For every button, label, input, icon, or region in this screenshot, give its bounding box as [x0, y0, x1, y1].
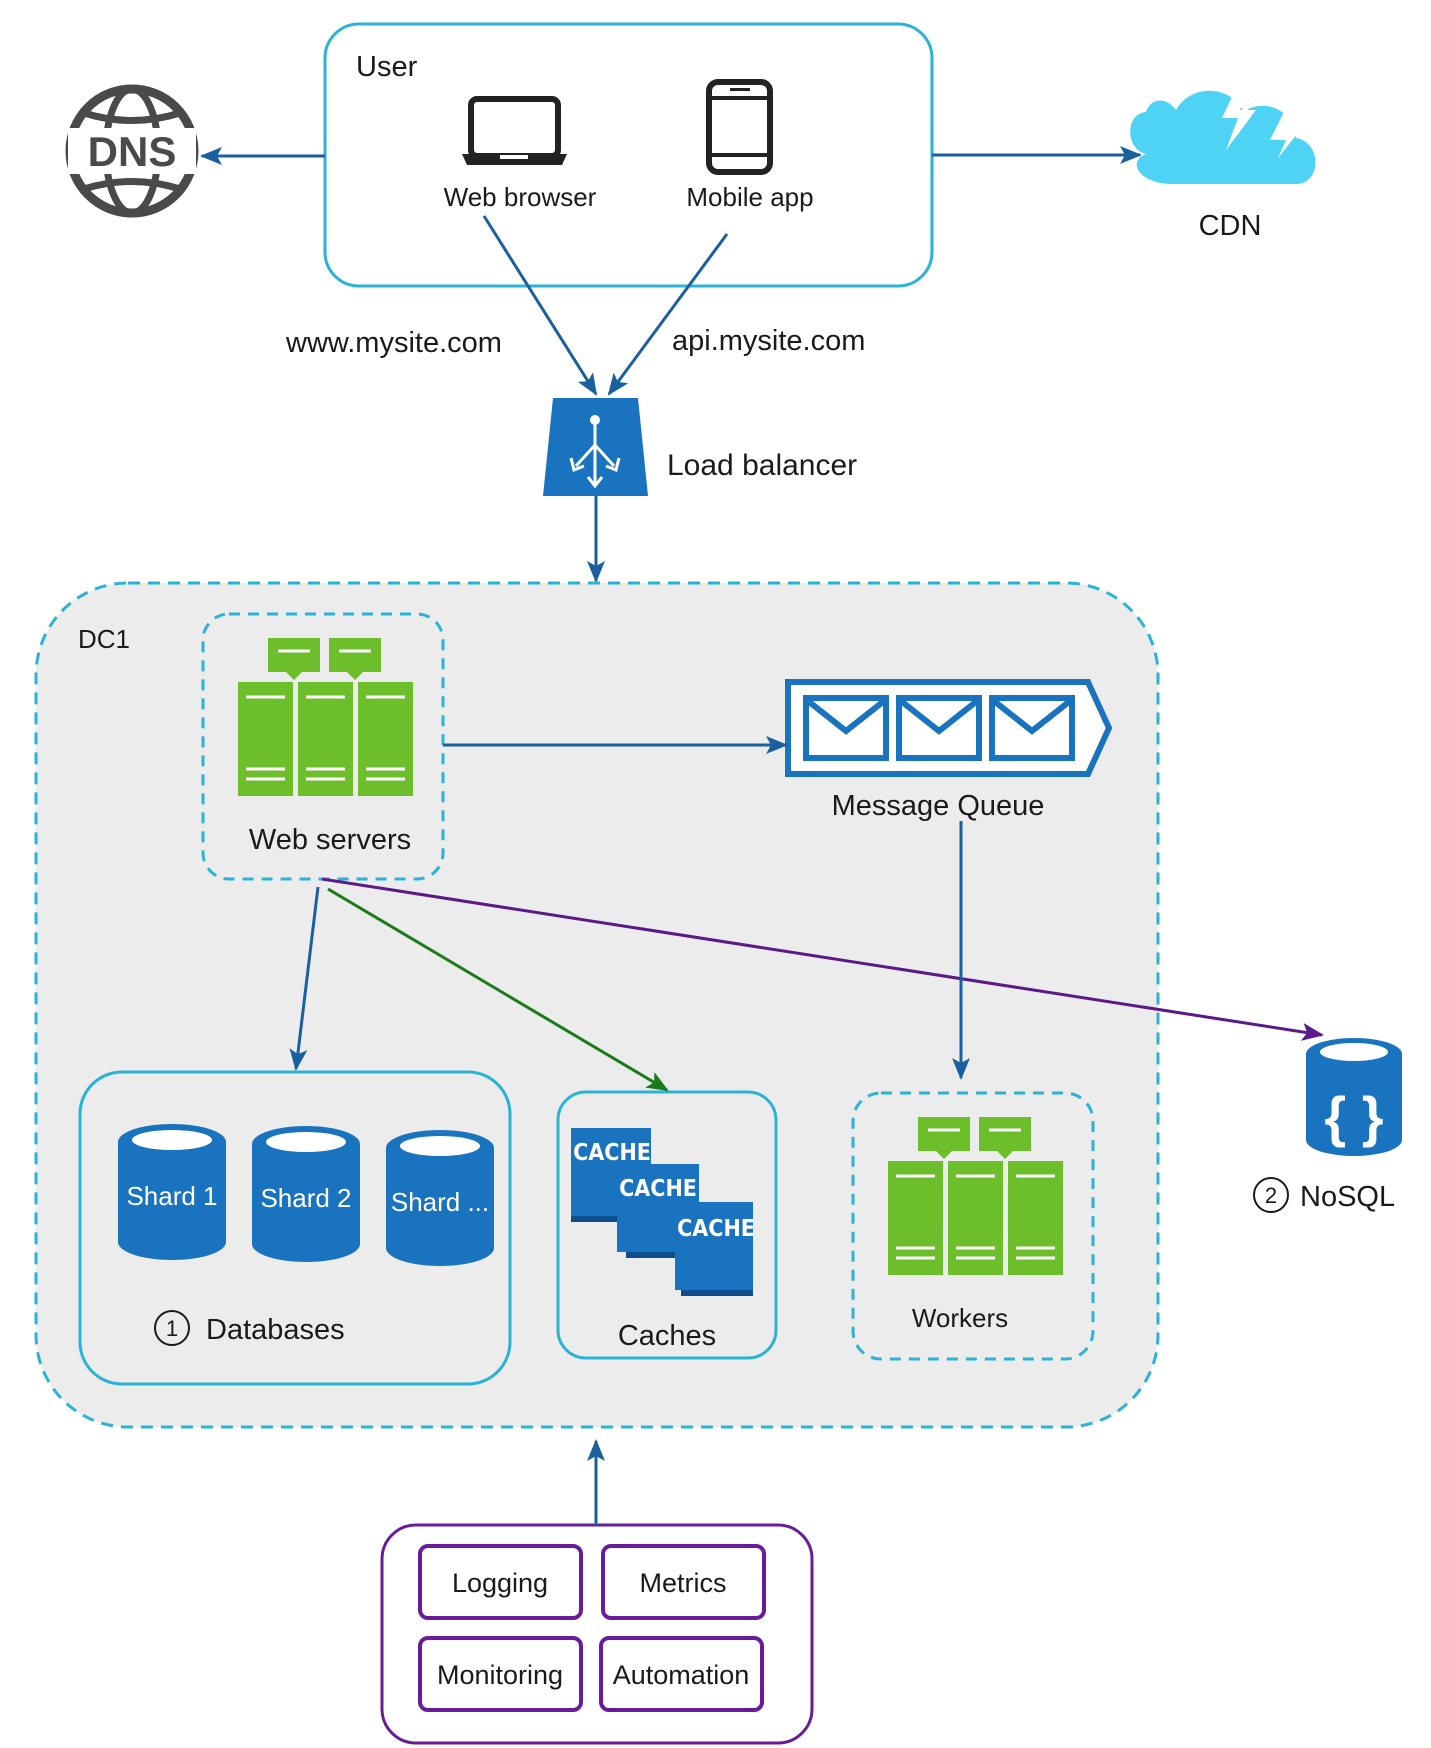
caches-group: CACHE CACHE CACHE Caches: [556, 1090, 778, 1360]
database-shard-2: Shard 2: [252, 1126, 360, 1262]
cache-icon: CACHE CACHE CACHE: [571, 1128, 755, 1296]
shard-label: Shard 1: [126, 1181, 217, 1211]
envelope-icon: [803, 695, 889, 761]
cache-label: CACHE: [619, 1176, 697, 1202]
route-api-label: api.mysite.com: [672, 325, 865, 357]
monitoring-box: [418, 1636, 583, 1712]
monitoring-label: Monitoring: [437, 1660, 563, 1690]
dns-label: DNS: [88, 128, 177, 175]
dc1-label: DC1: [78, 624, 130, 654]
database-shard-1: Shard 1: [118, 1124, 226, 1260]
metrics-box: [601, 1544, 766, 1620]
shard-label: Shard 2: [260, 1183, 351, 1213]
load-balancer-label: Load balancer: [667, 449, 857, 482]
user-box: User Web browser Mobile app: [323, 22, 934, 288]
tools-group: Logging Metrics Monitoring Automation: [380, 1523, 814, 1745]
load-balancer-icon: [543, 398, 648, 496]
metrics-label: Metrics: [640, 1568, 727, 1598]
arrow-web-to-databases: [289, 886, 320, 1071]
server-rack-icon: [238, 638, 413, 796]
mobile-app-label: Mobile app: [686, 182, 813, 212]
message-queue-label: Message Queue: [832, 790, 1045, 822]
logging-box: [418, 1544, 583, 1620]
user-title: User: [356, 51, 418, 83]
arrow-web-to-nosql: [321, 877, 1324, 1041]
workers-label: Workers: [912, 1303, 1008, 1333]
braces-glyph: { }: [1324, 1085, 1383, 1148]
databases-group: Shard 1 Shard 2 Shard ... 1 Databases: [78, 1070, 512, 1386]
web-browser-label: Web browser: [444, 182, 597, 212]
cdn-cloud-icon: [1130, 80, 1316, 184]
databases-number-badge: [154, 1310, 190, 1346]
shard-label: Shard ...: [391, 1187, 489, 1217]
envelope-icon: [989, 695, 1075, 761]
nosql-number: 2: [1265, 1183, 1277, 1208]
automation-box: [599, 1636, 764, 1712]
databases-number: 1: [166, 1316, 178, 1341]
mobile-phone-icon: [706, 79, 773, 175]
arrow-web-to-caches: [327, 887, 669, 1092]
nosql-label: NoSQL: [1300, 1181, 1395, 1213]
database-shard-more: Shard ...: [386, 1130, 494, 1266]
workers-group: Workers: [851, 1091, 1095, 1361]
caches-label: Caches: [618, 1320, 716, 1352]
databases-label: Databases: [206, 1314, 345, 1346]
dns-globe-icon: DNS: [65, 84, 199, 218]
cdn-label: CDN: [1199, 210, 1262, 242]
message-queue-icon: [785, 679, 1113, 777]
arrow-browser-to-lb: [482, 215, 598, 396]
cache-label: CACHE: [573, 1140, 651, 1166]
web-servers-label: Web servers: [249, 824, 411, 856]
envelope-icon: [896, 695, 982, 761]
automation-label: Automation: [613, 1660, 750, 1690]
route-www-label: www.mysite.com: [285, 327, 502, 359]
web-servers-group: Web servers: [201, 612, 445, 881]
nosql-database-icon: { }: [1306, 1038, 1402, 1156]
cache-label: CACHE: [677, 1216, 755, 1242]
laptop-icon: [462, 96, 567, 165]
logging-label: Logging: [452, 1568, 548, 1598]
nosql-number-badge: [1253, 1177, 1289, 1213]
server-rack-icon: [888, 1117, 1063, 1275]
arrow-app-to-lb: [607, 233, 729, 396]
